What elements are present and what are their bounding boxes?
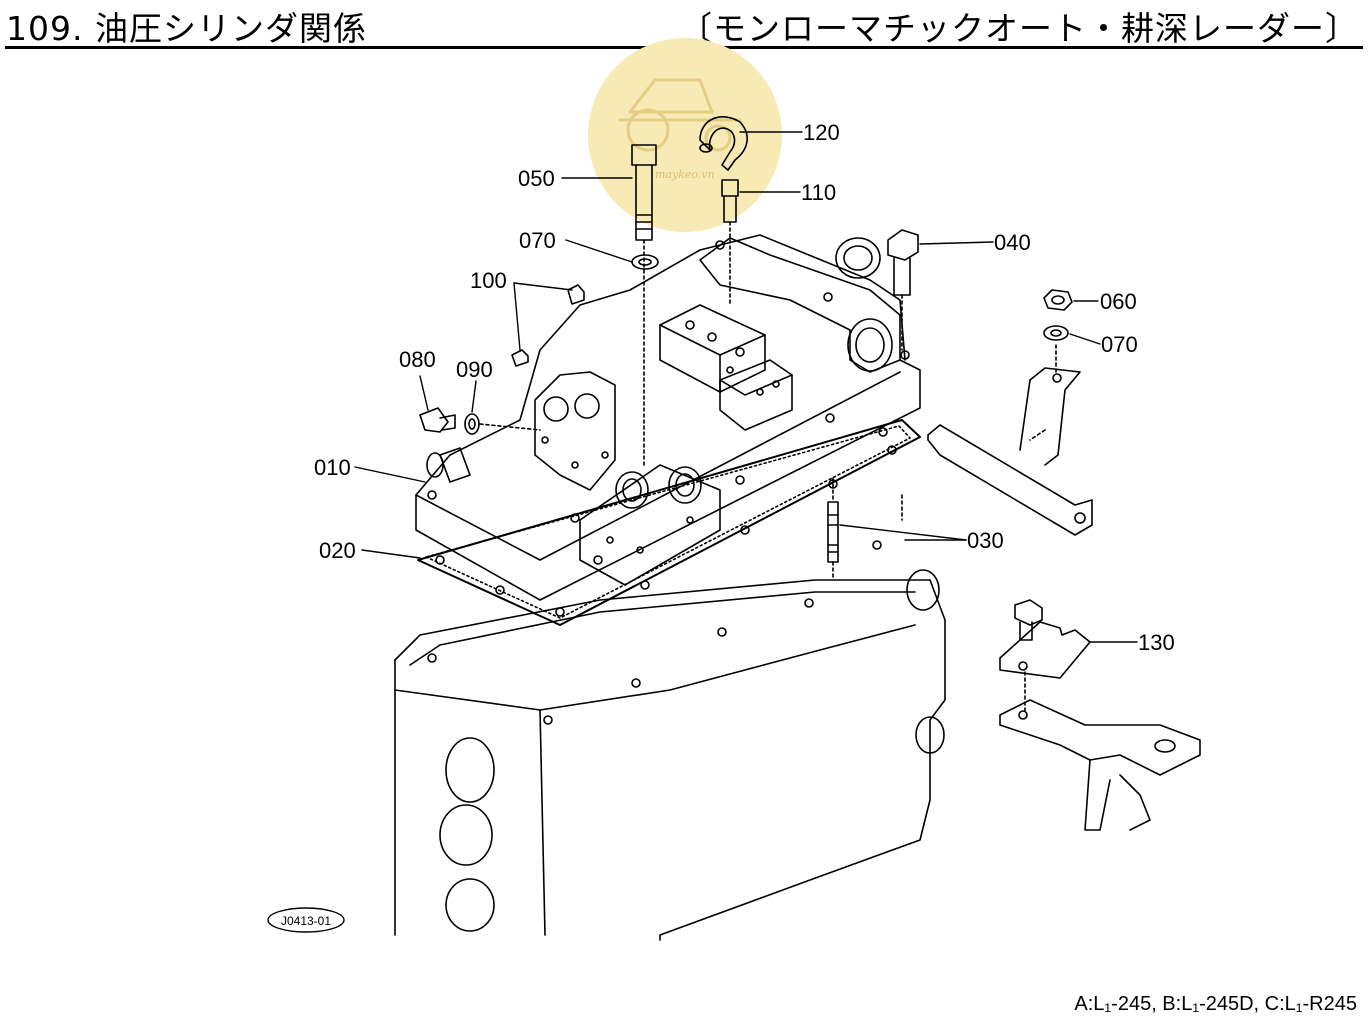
drawing-code-text: J0413-01: [281, 914, 331, 928]
transmission-housing: [394, 540, 946, 941]
washer-070: [631, 254, 659, 270]
callout-110: 110: [801, 180, 836, 205]
callout-120: 120: [803, 120, 840, 145]
drawing-code: J0413-01: [267, 907, 345, 933]
callout-090: 090: [456, 357, 493, 382]
page-subtitle: 〔モンローマチックオート・耕深レーダー〕: [679, 9, 1359, 48]
cylinder-case-010: [415, 234, 921, 601]
tractor-logo-icon: [618, 78, 742, 152]
adapter-110: [721, 179, 739, 306]
watermark-circle: [588, 38, 782, 232]
model-applicability: A:L₁-245, B:L₁-245D, C:L₁-R245: [1074, 993, 1357, 1015]
nut-060: [1043, 289, 1073, 311]
callout-070-right: 070: [1101, 332, 1138, 357]
linkage-arm: [927, 367, 1093, 536]
callout-070: 070: [519, 228, 556, 253]
watermark-text: maykeo.vn: [655, 168, 715, 181]
callout-060: 060: [1100, 289, 1137, 314]
leader-lines: [354, 131, 1138, 643]
page-title: 109. 油圧シリンダ関係: [6, 9, 367, 48]
callout-010: 010: [314, 455, 351, 480]
plug-100: [511, 284, 585, 367]
washer-090: [464, 413, 541, 435]
callout-020: 020: [319, 538, 356, 563]
callout-080: 080: [399, 347, 436, 372]
bolt-050: [631, 144, 657, 469]
watermark: maykeo.vn: [588, 38, 782, 232]
plug-080: [419, 407, 456, 433]
lower-bracket: [999, 699, 1201, 831]
hose-fitting-120: [699, 116, 748, 171]
callout-040: 040: [994, 230, 1031, 255]
callout-130: 130: [1138, 630, 1175, 655]
callout-050: 050: [518, 166, 555, 191]
stud-030: [827, 477, 903, 581]
bolt-040: [887, 229, 919, 351]
callout-030: 030: [967, 528, 1004, 553]
plate-130: [999, 599, 1091, 713]
callout-100: 100: [470, 268, 507, 293]
